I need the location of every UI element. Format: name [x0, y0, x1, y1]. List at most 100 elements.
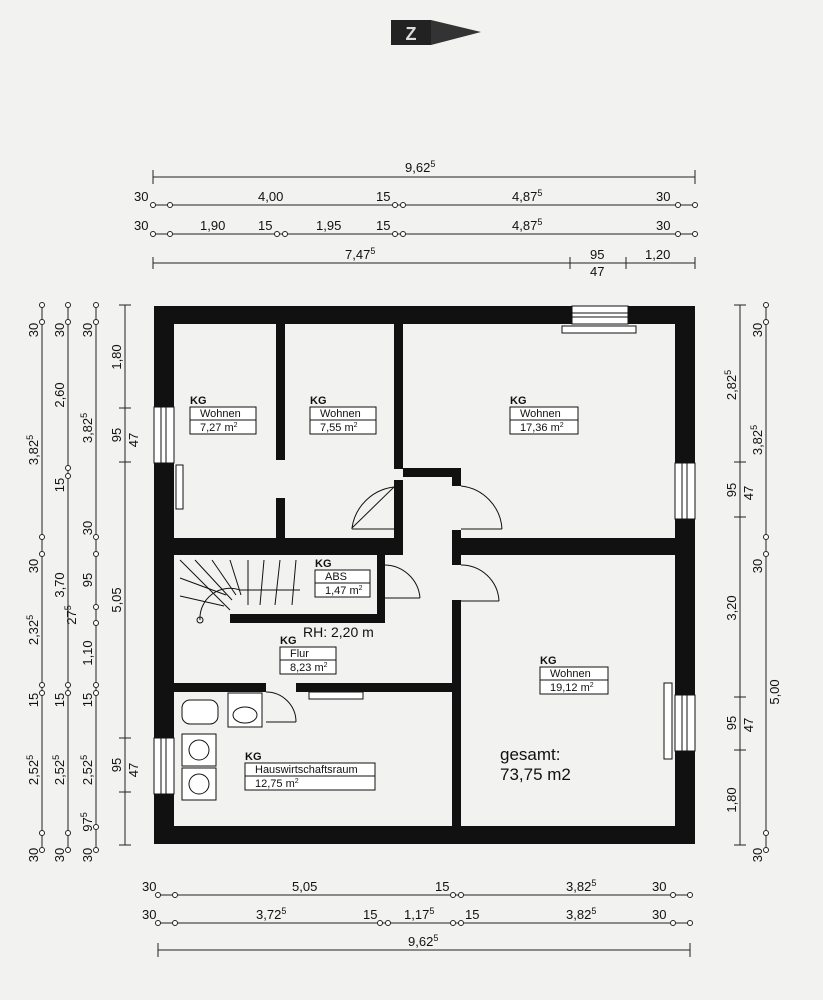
dim-chain-right-1: 2,825 95 47 3,20 95 47 1,80	[723, 304, 756, 846]
dim-label: 30	[134, 218, 148, 233]
dim-label: 95	[109, 758, 124, 772]
dim-label: 30	[142, 907, 156, 922]
dim-label: 30	[656, 218, 670, 233]
dim-label: 3,825	[566, 906, 596, 922]
dim-label: 2,525	[51, 755, 67, 785]
dim-label: 15	[376, 218, 390, 233]
total-area: gesamt: 73,75 m2	[500, 745, 571, 784]
dim-label: 30	[26, 559, 41, 573]
dim-label: 47	[741, 486, 756, 500]
dim-label: 30	[652, 907, 666, 922]
dim-label: 3,825	[566, 878, 596, 894]
dim-label: 1,80	[109, 344, 124, 369]
dim-label: 2,525	[25, 755, 41, 785]
dim-label: 7,475	[345, 246, 375, 262]
dim-label: 1,90	[200, 218, 225, 233]
dim-chain-top-4: 7,475 95 47 1,20	[152, 246, 696, 279]
staircase	[179, 559, 300, 624]
dim-label: 3,825	[79, 413, 95, 443]
svg-text:8,23 m2: 8,23 m2	[290, 662, 328, 674]
dim-label: 3,20	[724, 595, 739, 620]
dim-label: 1,20	[645, 247, 670, 262]
svg-text:73,75 m2: 73,75 m2	[500, 765, 571, 784]
svg-text:KG: KG	[540, 655, 557, 667]
dim-label: 30	[80, 521, 95, 535]
svg-text:Wohnen: Wohnen	[320, 408, 361, 420]
dim-label: 15	[376, 189, 390, 204]
dim-label: 9,625	[408, 933, 438, 949]
north-arrow: Z	[391, 20, 481, 45]
dim-chain-top-3: 30 1,90 15 1,95 15 4,875 30	[134, 217, 698, 237]
dim-label: 1,80	[724, 787, 739, 812]
svg-text:19,12 m2: 19,12 m2	[550, 682, 594, 694]
dim-chain-bottom-3: 9,625	[157, 933, 691, 957]
dim-label: 30	[26, 848, 41, 862]
dim-label: 30	[652, 879, 666, 894]
dim-label: 2,325	[25, 615, 41, 645]
dim-label: 30	[26, 323, 41, 337]
dim-label: 1,175	[404, 906, 434, 922]
dim-label: 15	[52, 693, 67, 707]
dim-label: 1,10	[80, 640, 95, 665]
dim-label: 47	[126, 433, 141, 447]
dim-label: 30	[52, 323, 67, 337]
svg-text:KG: KG	[280, 635, 297, 647]
dim-label: 95	[590, 247, 604, 262]
dim-label: 4,875	[512, 217, 542, 233]
dim-label: 4,875	[512, 188, 542, 204]
room-label-wohnen-3: KG Wohnen 17,36 m2	[509, 395, 579, 435]
room-label-wohnen-4: KG Wohnen 19,12 m2	[539, 655, 609, 695]
dim-chain-left-1: 30 3,825 30 2,325 15 2,525 30	[25, 302, 45, 862]
dim-label: 5,05	[109, 587, 124, 612]
dim-label: 30	[750, 848, 765, 862]
windows	[153, 305, 696, 795]
dim-label: 5,00	[767, 679, 782, 704]
dim-label: 3,70	[52, 572, 67, 597]
dim-label: 47	[741, 718, 756, 732]
room-label-hauswirtschaftsraum: KG Hauswirtschaftsraum 12,75 m2	[244, 751, 376, 791]
svg-text:KG: KG	[510, 395, 527, 407]
walls	[154, 306, 695, 844]
dim-label: 95	[80, 573, 95, 587]
room-label-wohnen-1: KG Wohnen 7,27 m2	[189, 395, 257, 435]
dim-chain-bottom-2: 30 3,725 15 1,175 15 3,825 30	[142, 906, 693, 926]
dim-label: 95	[724, 483, 739, 497]
dim-label: 30	[750, 559, 765, 573]
dim-label: 15	[363, 907, 377, 922]
svg-text:KG: KG	[190, 395, 207, 407]
dim-label: 2,525	[79, 755, 95, 785]
dim-label: 2,825	[723, 370, 739, 400]
dim-label: 30	[52, 848, 67, 862]
dim-label: 975	[79, 812, 95, 831]
dim-label: 15	[435, 879, 449, 894]
north-arrow-letter: Z	[406, 24, 417, 44]
dim-label: 9,625	[405, 159, 435, 175]
room-label-wohnen-2: KG Wohnen 7,55 m2	[309, 395, 377, 435]
svg-text:KG: KG	[315, 558, 332, 570]
dim-label: 15	[26, 693, 41, 707]
dim-label: 30	[80, 323, 95, 337]
svg-text:7,27 m2: 7,27 m2	[200, 422, 238, 434]
dim-label: 1,95	[316, 218, 341, 233]
dim-label: 30	[750, 323, 765, 337]
dim-chain-top-1: 9,625	[152, 159, 696, 184]
dim-label: 30	[80, 848, 95, 862]
dim-chain-left-3: 30 3,825 30 95 275 1,10 15 2,525 975 30	[63, 302, 99, 862]
dim-label: 30	[142, 879, 156, 894]
dim-label: 5,05	[292, 879, 317, 894]
dim-label: 30	[134, 189, 148, 204]
svg-text:KG: KG	[310, 395, 327, 407]
dim-chain-bottom-1: 30 5,05 15 3,825 30	[142, 878, 693, 898]
svg-text:Hauswirtschaftsraum: Hauswirtschaftsraum	[255, 764, 358, 776]
dim-label: 3,825	[25, 435, 41, 465]
svg-text:KG: KG	[245, 751, 262, 763]
svg-text:ABS: ABS	[325, 571, 347, 583]
room-label-abs: KG ABS 1,47 m2	[314, 558, 371, 598]
dim-chain-left-2: 30 2,60 15 3,70 15 2,525 30	[51, 302, 71, 862]
fixtures	[181, 692, 263, 801]
dim-label: 15	[465, 907, 479, 922]
doors	[265, 485, 503, 723]
svg-text:Wohnen: Wohnen	[200, 408, 241, 420]
dim-label: 30	[656, 189, 670, 204]
